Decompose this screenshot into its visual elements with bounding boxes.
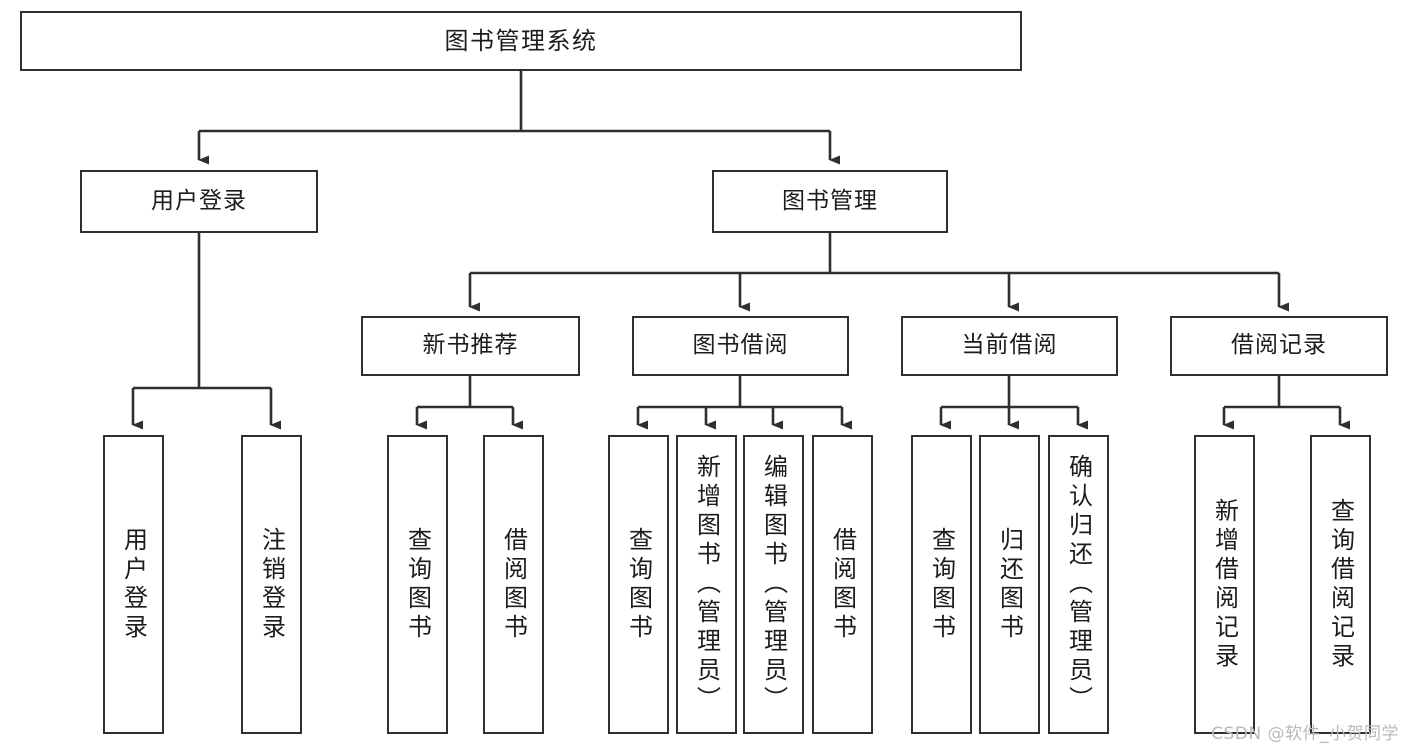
- leaf-borrow-edit-book-admin[interactable]: 编辑图书（管理员）: [743, 435, 804, 734]
- node-label: 借阅图书: [499, 526, 528, 643]
- node-label: 图书借阅: [692, 332, 789, 359]
- node-label: 归还图书: [995, 526, 1024, 643]
- node-book-management[interactable]: 图书管理: [712, 170, 948, 233]
- node-label: 查询图书: [624, 526, 653, 643]
- leaf-current-return-book[interactable]: 归还图书: [979, 435, 1040, 734]
- node-label: 查询借阅记录: [1326, 497, 1355, 672]
- node-label: 新书推荐: [422, 332, 519, 359]
- node-label: 当前借阅: [961, 332, 1058, 359]
- node-current-borrowing[interactable]: 当前借阅: [901, 316, 1118, 376]
- node-label: 借阅记录: [1231, 332, 1327, 359]
- node-book-borrowing[interactable]: 图书借阅: [632, 316, 849, 376]
- leaf-new-book-query-book[interactable]: 查询图书: [387, 435, 448, 734]
- leaf-current-confirm-return-admin[interactable]: 确认归还（管理员）: [1048, 435, 1109, 734]
- node-label: 借阅图书: [828, 526, 857, 643]
- node-borrowing-record[interactable]: 借阅记录: [1170, 316, 1388, 376]
- node-label: 注销登录: [257, 526, 286, 643]
- node-label: 图书管理系统: [444, 26, 598, 55]
- watermark: CSDN @软件_小贺同学: [1211, 724, 1399, 744]
- leaf-user-login-logout[interactable]: 注销登录: [241, 435, 302, 734]
- leaf-record-add-record[interactable]: 新增借阅记录: [1194, 435, 1255, 734]
- node-label: 编辑图书（管理员）: [759, 454, 788, 715]
- leaf-borrow-add-book-admin[interactable]: 新增图书（管理员）: [676, 435, 737, 734]
- node-user-login[interactable]: 用户登录: [80, 170, 318, 233]
- node-label: 查询图书: [927, 526, 956, 643]
- leaf-current-query-book[interactable]: 查询图书: [911, 435, 972, 734]
- node-label: 用户登录: [151, 187, 247, 214]
- leaf-new-book-borrow-book[interactable]: 借阅图书: [483, 435, 544, 734]
- leaf-user-login-login[interactable]: 用户登录: [103, 435, 164, 734]
- node-label: 用户登录: [119, 526, 148, 643]
- node-label: 新增图书（管理员）: [692, 454, 721, 715]
- leaf-record-query-record[interactable]: 查询借阅记录: [1310, 435, 1371, 734]
- node-label: 确认归还（管理员）: [1064, 454, 1093, 715]
- node-new-book-recommendation[interactable]: 新书推荐: [361, 316, 580, 376]
- node-label: 图书管理: [782, 187, 878, 214]
- node-label: 新增借阅记录: [1210, 497, 1239, 672]
- node-root-book-management-system[interactable]: 图书管理系统: [20, 11, 1022, 71]
- leaf-borrow-borrow-book[interactable]: 借阅图书: [812, 435, 873, 734]
- leaf-borrow-query-book[interactable]: 查询图书: [608, 435, 669, 734]
- node-label: 查询图书: [403, 526, 432, 643]
